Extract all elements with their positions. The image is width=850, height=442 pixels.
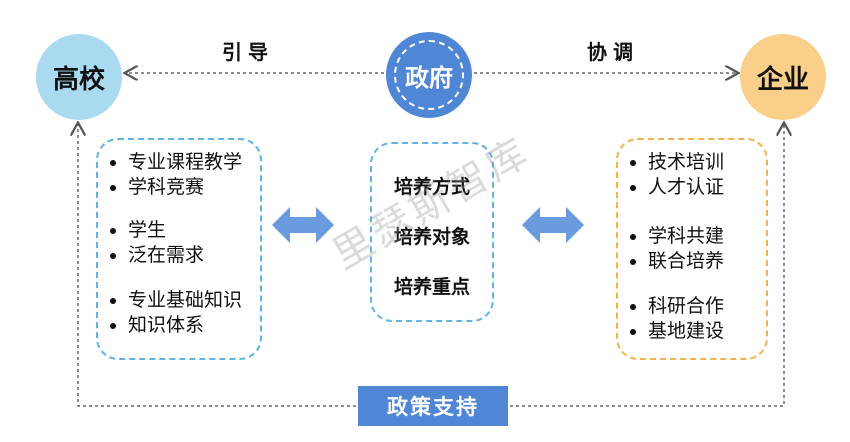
training-method: 培养方式 bbox=[393, 176, 470, 198]
school-label: 高校 bbox=[52, 64, 105, 95]
list-item: 知识体系 bbox=[106, 313, 242, 338]
list-item: 专业基础知识 bbox=[106, 288, 242, 313]
school-activities-box: 专业课程教学 学科竞赛 学生 泛在需求 专业基础知识 知识体系 bbox=[96, 138, 262, 360]
enterprise-label: 企业 bbox=[756, 64, 809, 95]
government-node: 政府 bbox=[386, 32, 472, 118]
training-emphasis: 培养重点 bbox=[393, 276, 470, 298]
school-node: 高校 bbox=[36, 34, 122, 120]
list-item: 学科竞赛 bbox=[106, 175, 242, 200]
school-list-group-1: 专业课程教学 学科竞赛 bbox=[106, 150, 242, 200]
enterprise-list-group-1: 技术培训 人才认证 bbox=[626, 150, 724, 200]
list-item: 专业课程教学 bbox=[106, 150, 242, 175]
enterprise-list-group-2: 学科共建 联合培养 bbox=[626, 224, 724, 274]
policy-support-box: 政策支持 bbox=[358, 386, 508, 426]
school-list-group-3: 专业基础知识 知识体系 bbox=[106, 288, 242, 338]
list-item: 基地建设 bbox=[626, 319, 724, 344]
policy-loop-right bbox=[510, 124, 784, 407]
list-item: 联合培养 bbox=[626, 249, 724, 274]
list-item: 泛在需求 bbox=[106, 243, 204, 268]
coordinate-label: 协调 bbox=[587, 40, 639, 64]
double-arrow-left-icon bbox=[272, 207, 334, 243]
training-focus-box: 培养方式 培养对象 培养重点 bbox=[370, 142, 494, 322]
list-item: 学生 bbox=[106, 218, 204, 243]
double-arrow-right-icon bbox=[522, 207, 584, 243]
list-item: 科研合作 bbox=[626, 294, 724, 319]
school-list-group-2: 学生 泛在需求 bbox=[106, 218, 204, 268]
policy-loop-left bbox=[78, 124, 356, 407]
enterprise-node: 企业 bbox=[740, 34, 826, 120]
list-item: 学科共建 bbox=[626, 224, 724, 249]
guide-label: 引导 bbox=[222, 40, 274, 64]
enterprise-list-group-3: 科研合作 基地建设 bbox=[626, 294, 724, 344]
government-dashed-ring bbox=[394, 40, 464, 110]
list-item: 人才认证 bbox=[626, 175, 724, 200]
enterprise-activities-box: 技术培训 人才认证 学科共建 联合培养 科研合作 基地建设 bbox=[616, 138, 768, 360]
list-item: 技术培训 bbox=[626, 150, 724, 175]
policy-support-label: 政策支持 bbox=[387, 395, 479, 419]
training-target: 培养对象 bbox=[393, 226, 470, 248]
